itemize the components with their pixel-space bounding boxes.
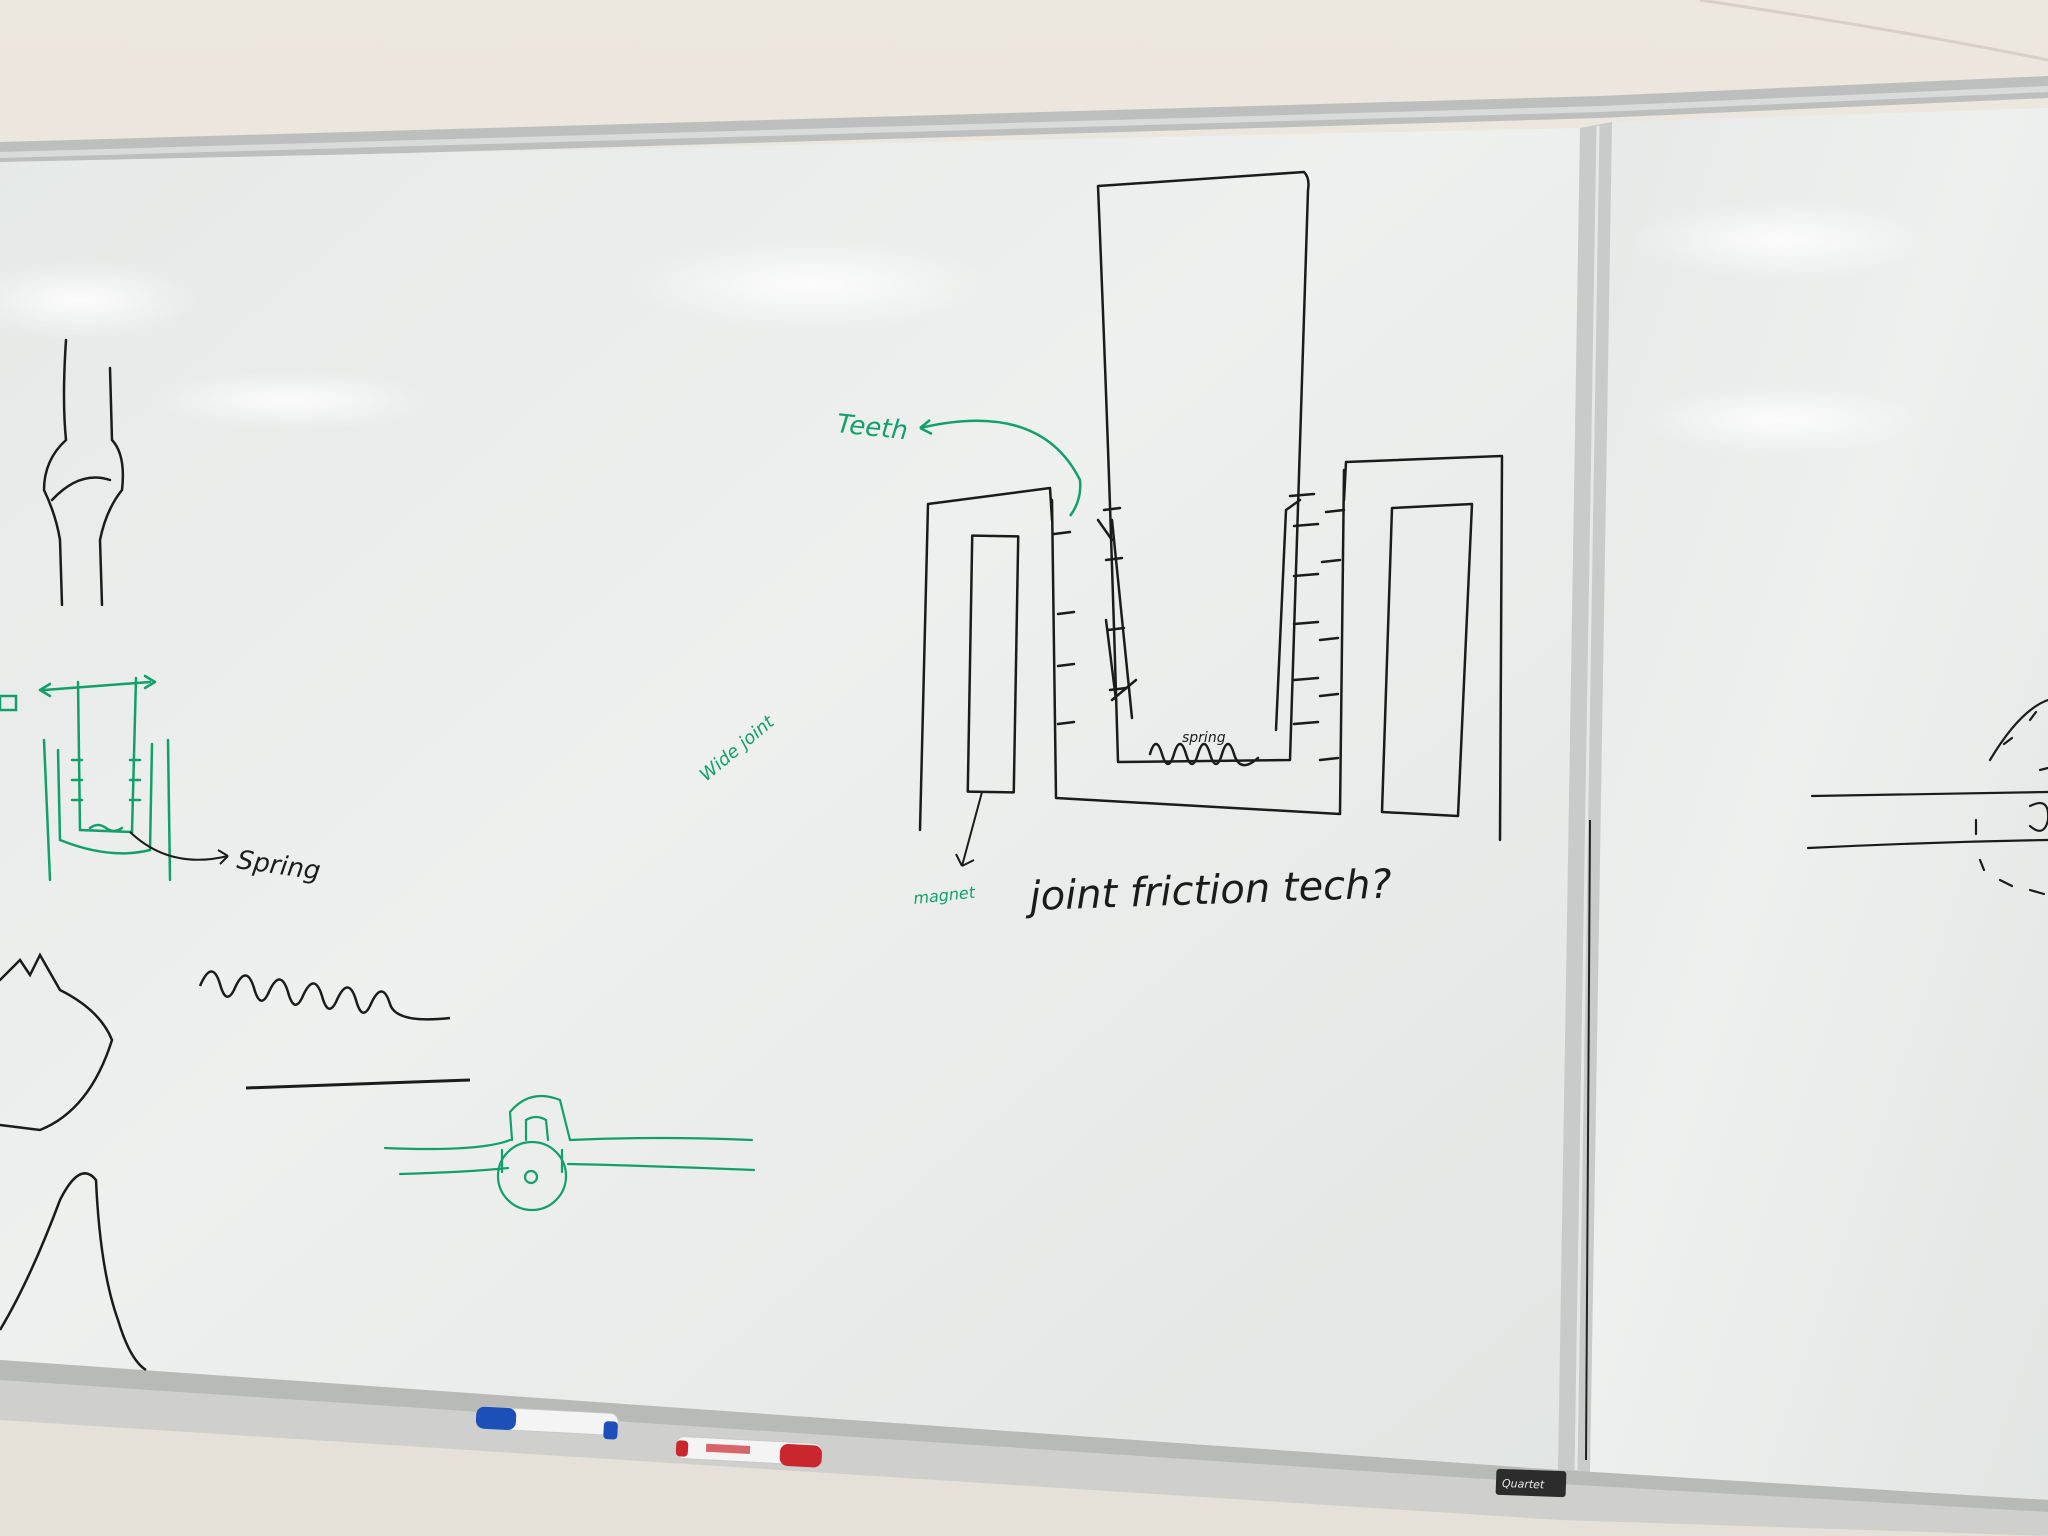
marker-red[interactable]	[675, 1436, 823, 1468]
magnet-arrow	[955, 791, 983, 867]
sketch-coil-spring	[198, 970, 451, 1021]
ceiling-cable	[1699, 0, 2048, 62]
right-block	[1342, 454, 1504, 842]
spring-arrow	[129, 831, 229, 865]
teeth-arrow	[919, 419, 1082, 517]
board-divider	[1558, 122, 1612, 1472]
sketch-line	[245, 1078, 471, 1090]
whiteboard-left	[0, 128, 1580, 1470]
sketch-hook	[0, 952, 114, 1132]
sketch-pivot-green	[383, 1094, 756, 1212]
label-spring-center: spring	[1182, 730, 1226, 746]
eraser[interactable]: Quartet	[1495, 1468, 1567, 1498]
whiteboard-right	[1590, 108, 2048, 1500]
diagram-joint	[918, 170, 1504, 842]
sketch-finger-joint	[42, 338, 125, 607]
housing-u	[1050, 468, 1346, 816]
eraser-brand: Quartet	[1502, 1477, 1545, 1491]
left-block	[918, 486, 1054, 832]
rod	[1096, 170, 1310, 764]
sketch-hump	[0, 1172, 147, 1372]
inner-spring	[1148, 742, 1260, 767]
marker-blue[interactable]	[475, 1406, 619, 1440]
label-teeth: Teeth	[835, 409, 909, 446]
sketch-right-gauge	[1806, 698, 2048, 896]
sketch-cup-spring	[0, 674, 172, 882]
